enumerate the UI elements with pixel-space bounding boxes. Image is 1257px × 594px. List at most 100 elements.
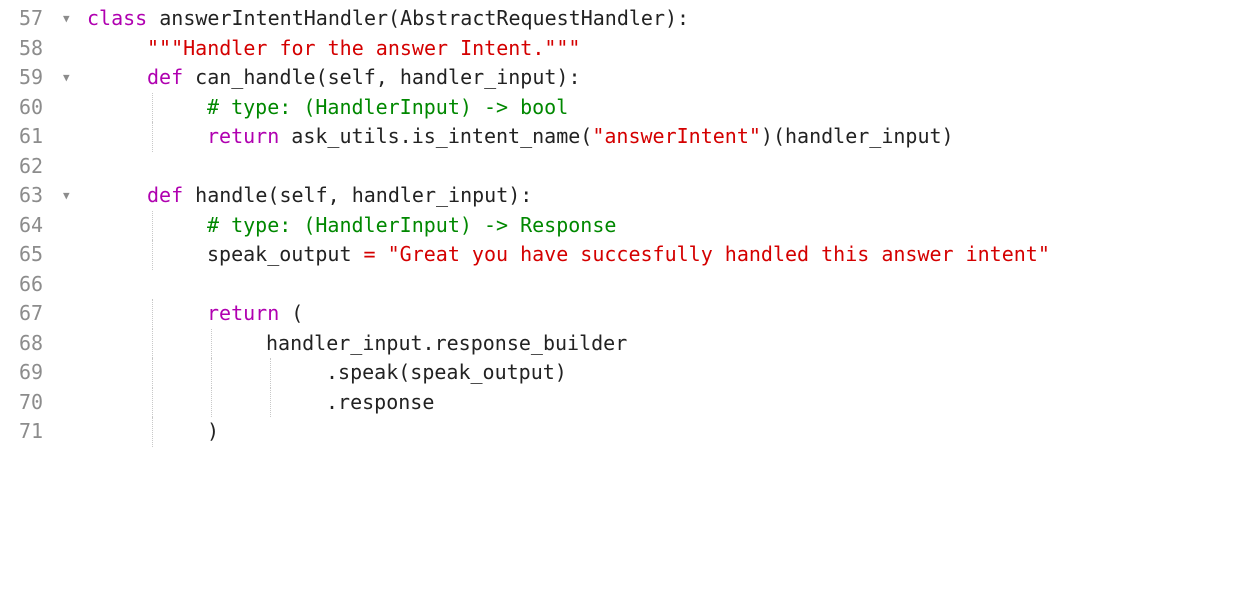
indent-guide [270, 387, 271, 417]
keyword: return [207, 301, 280, 325]
code-text[interactable]: .speak(speak_output) [326, 358, 567, 388]
code-line[interactable]: 64 # type: (HandlerInput) -> Response [0, 210, 1257, 241]
line-number: 69 [19, 360, 44, 384]
operator: = [363, 242, 376, 266]
indent-guide [211, 358, 212, 388]
line-number: 71 [19, 419, 44, 443]
line-number: 61 [19, 124, 44, 148]
indent-guide [152, 417, 153, 447]
code-token: can_handle(self, handler_input): [183, 65, 581, 89]
line-number: 67 [19, 301, 44, 325]
code-line[interactable]: 69 .speak(speak_output) [0, 358, 1257, 388]
comment: # type: (HandlerInput) -> bool [207, 94, 569, 119]
line-number: 68 [19, 330, 44, 355]
code-line[interactable]: 61 return ask_utils.is_intent_name("answ… [0, 122, 1257, 152]
code-line[interactable]: 66 [0, 270, 1257, 300]
code-line[interactable]: 68 handler_input.response_builder [0, 328, 1257, 359]
line-gutter: 61 [0, 122, 82, 152]
code-line[interactable]: 65 speak_output = "Great you have succes… [0, 240, 1257, 270]
code-token: .speak(speak_output) [326, 360, 567, 384]
code-line[interactable]: 57 ▼ class answerIntentHandler(AbstractR… [0, 4, 1257, 34]
fold-arrow-icon[interactable]: ▼ [63, 189, 70, 202]
string-quote: " [592, 124, 605, 148]
line-gutter: 69 [0, 358, 82, 388]
indent-guide [211, 387, 212, 417]
code-token: handler_input.response_builder [266, 330, 628, 355]
code-text[interactable]: speak_output = "Great you have succesful… [207, 240, 1050, 270]
string-quote: " [748, 124, 761, 148]
line-gutter: 68 [0, 329, 82, 359]
code-text[interactable]: return ( [207, 299, 303, 329]
line-gutter: 67 [0, 299, 82, 329]
fold-arrow-icon[interactable]: ▼ [63, 71, 70, 84]
keyword: def [147, 65, 184, 89]
code-line[interactable]: 59 ▼ def can_handle(self, handler_input)… [0, 63, 1257, 93]
indent-guide [152, 240, 153, 270]
code-text[interactable]: return ask_utils.is_intent_name("answerI… [207, 122, 954, 152]
code-token: ) [207, 419, 220, 443]
code-token: .response [326, 389, 435, 414]
line-number: 58 [19, 35, 44, 60]
fold-arrow-icon[interactable]: ▼ [63, 12, 70, 25]
keyword: return [207, 124, 280, 148]
code-token: handle(self, handler_input): [183, 183, 533, 207]
line-gutter: 59 ▼ [0, 63, 82, 93]
indent-guide [152, 299, 153, 329]
line-number: 70 [19, 389, 44, 414]
line-number: 64 [19, 212, 44, 237]
indent-guide [270, 358, 271, 388]
code-token: answerIntentHandler(AbstractRequestHandl… [147, 6, 690, 30]
code-token: ( [279, 301, 304, 325]
line-gutter: 57 ▼ [0, 4, 82, 34]
code-token: ask_utils.is_intent_name( [279, 124, 593, 148]
indent-guide [152, 122, 153, 152]
line-gutter: 64 [0, 211, 82, 241]
code-line[interactable]: 71 ) [0, 417, 1257, 447]
code-text[interactable]: """Handler for the answer Intent.""" [147, 34, 580, 64]
code-token: )(handler_input) [760, 124, 954, 148]
code-text[interactable]: # type: (HandlerInput) -> Response [207, 211, 616, 241]
code-line[interactable]: 62 [0, 152, 1257, 182]
line-number: 62 [19, 153, 44, 178]
docstring: """Handler for the answer Intent.""" [147, 35, 581, 60]
line-gutter: 66 [0, 270, 82, 300]
indent-guide [152, 358, 153, 388]
indent-guide [211, 328, 212, 358]
code-text[interactable]: def can_handle(self, handler_input): [147, 63, 580, 93]
code-text[interactable]: ) [207, 417, 219, 447]
keyword: def [147, 183, 184, 207]
code-line[interactable]: 70 .response [0, 387, 1257, 418]
line-gutter: 63 ▼ [0, 181, 82, 211]
line-number: 63 [19, 183, 44, 207]
code-line[interactable]: 67 return ( [0, 299, 1257, 329]
line-gutter: 70 [0, 388, 82, 418]
indent-guide [152, 387, 153, 417]
indent-guide [152, 92, 153, 122]
string-literal: answerIntent [604, 124, 749, 148]
line-gutter: 65 [0, 240, 82, 270]
line-number: 65 [19, 242, 44, 266]
line-gutter: 60 [0, 93, 82, 123]
line-gutter: 58 [0, 34, 82, 64]
code-text[interactable]: def handle(self, handler_input): [147, 181, 532, 211]
line-number: 57 [19, 6, 44, 30]
code-text[interactable]: .response [326, 388, 434, 418]
line-gutter: 62 [0, 152, 82, 182]
indent-guide [152, 210, 153, 240]
code-line[interactable]: 58 """Handler for the answer Intent.""" [0, 34, 1257, 64]
comment: # type: (HandlerInput) -> Response [207, 212, 617, 237]
code-text[interactable]: # type: (HandlerInput) -> bool [207, 93, 568, 123]
code-text[interactable]: handler_input.response_builder [266, 329, 627, 359]
line-number: 60 [19, 94, 44, 119]
code-token: speak_output [207, 242, 364, 266]
line-gutter: 71 [0, 417, 82, 447]
string-literal: "Great you have succesfully handled this… [375, 242, 1050, 266]
indent-guide [152, 328, 153, 358]
code-line[interactable]: 63 ▼ def handle(self, handler_input): [0, 181, 1257, 211]
code-editor[interactable]: 57 ▼ class answerIntentHandler(AbstractR… [0, 4, 1257, 486]
line-number: 66 [19, 271, 44, 296]
keyword: class [87, 6, 148, 30]
line-number: 59 [19, 65, 44, 89]
code-line[interactable]: 60 # type: (HandlerInput) -> bool [0, 92, 1257, 123]
code-text[interactable]: class answerIntentHandler(AbstractReques… [87, 4, 689, 34]
